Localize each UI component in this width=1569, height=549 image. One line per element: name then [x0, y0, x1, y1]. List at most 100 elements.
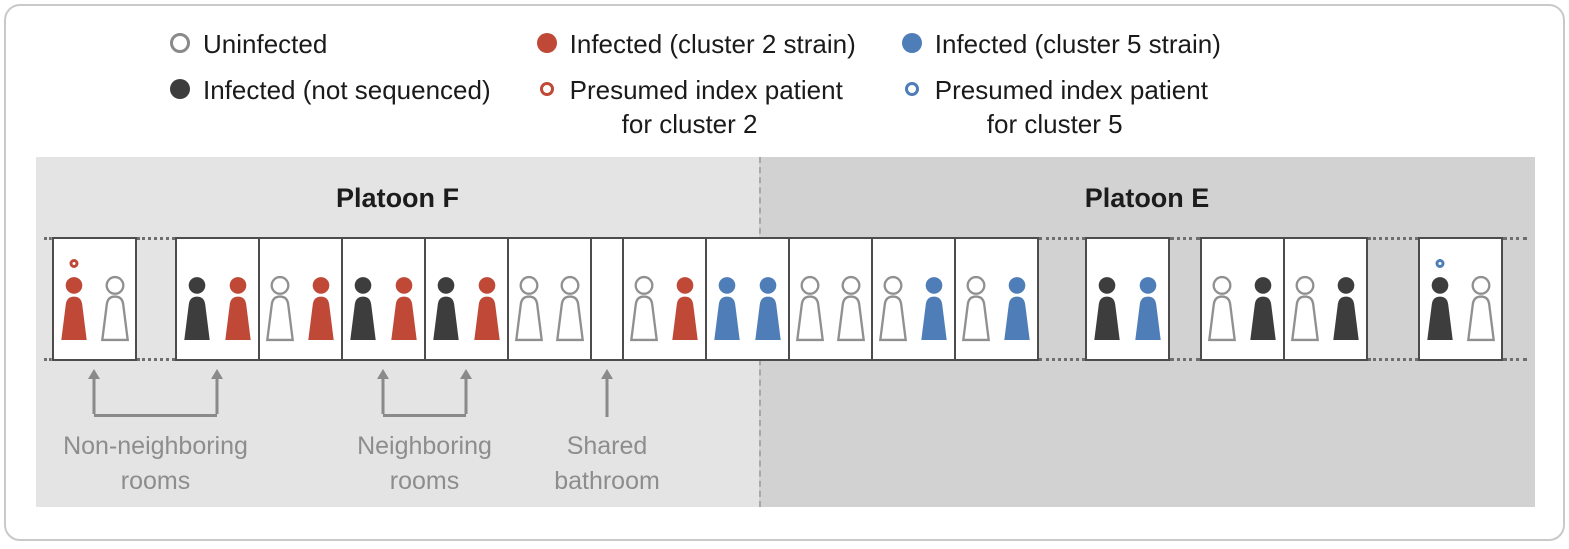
person-uninfected: [552, 275, 588, 344]
person-uninfected: [792, 275, 828, 344]
room-row: [44, 237, 1527, 361]
annotation-neighboring-rooms: Neighboring rooms: [357, 369, 492, 495]
person-infected-cluster5: [916, 276, 952, 344]
up-arrow-icon: [601, 369, 613, 417]
room-block: [1200, 237, 1368, 361]
person-uninfected: [97, 275, 133, 344]
barracks-diagram: Platoon F Platoon E Non-neighboring room…: [36, 157, 1535, 507]
annotation-shared-bathroom: Shared bathroom: [554, 369, 660, 495]
person-icon: [1250, 277, 1276, 340]
room: [341, 237, 426, 361]
person-uninfected: [1463, 275, 1499, 344]
room: [507, 237, 592, 361]
room: [1418, 237, 1503, 361]
person-infected-cluster5: [750, 276, 786, 344]
person-icon: [61, 277, 87, 340]
person-icon: [1427, 277, 1453, 340]
person-icon: [474, 277, 500, 340]
index-patient-ring-cluster2: [69, 259, 79, 268]
person-infected-not-sequenced: [179, 276, 215, 344]
person-infected-cluster2: [667, 276, 703, 344]
legend-item: Infected (cluster 2 strain): [536, 28, 856, 61]
person-icon: [184, 277, 210, 340]
room-continuation-dots: [44, 237, 52, 361]
platoon-f-label: Platoon F: [336, 183, 460, 213]
up-arrow-icon: [377, 369, 389, 414]
platoon-e-label: Platoon E: [1084, 183, 1210, 213]
person-uninfected: [833, 275, 869, 344]
index-patient-ring-cluster5: [1435, 259, 1445, 268]
person-icon: [514, 275, 544, 342]
annotation-non-neighboring-rooms: Non-neighboring rooms: [63, 369, 248, 495]
legend-label: Infected (not sequenced): [203, 75, 491, 106]
person-infected-cluster2: [469, 276, 505, 344]
person-infected-cluster2: [386, 276, 422, 344]
person-infected-not-sequenced: [1089, 276, 1125, 344]
person-icon: [755, 277, 781, 340]
person-icon: [308, 277, 334, 340]
room-continuation-dots: [1170, 237, 1200, 361]
person-infected-cluster2: [303, 276, 339, 344]
person-infected-cluster5: [1130, 276, 1166, 344]
person-icon: [714, 277, 740, 340]
person-uninfected: [626, 275, 662, 344]
annotation-line: bathroom: [554, 467, 660, 495]
up-arrow-icon: [211, 369, 223, 414]
person-infected-not-sequenced: [1422, 259, 1458, 344]
person-infected-cluster5: [709, 276, 745, 344]
legend-open-small-circle-icon: [539, 82, 554, 97]
person-icon: [878, 275, 908, 342]
room: [424, 237, 509, 361]
legend-filled-circle-icon: [170, 79, 190, 100]
legend-open-small-circle-icon: [904, 82, 919, 97]
person-infected-cluster2: [220, 276, 256, 344]
legend-open-large-circle-icon: [170, 33, 190, 53]
person-icon: [433, 277, 459, 340]
room: [788, 237, 873, 361]
annotation-line: rooms: [120, 467, 191, 495]
person-infected-not-sequenced: [345, 276, 381, 344]
person-icon: [1135, 277, 1161, 340]
up-arrow-icon: [88, 369, 100, 414]
person-icon: [961, 275, 991, 342]
bracket-connector: [383, 369, 466, 417]
room: [175, 237, 260, 361]
room: [871, 237, 956, 361]
person-icon: [350, 277, 376, 340]
legend-label: Infected (cluster 2 strain): [569, 29, 856, 59]
person-icon: [836, 275, 866, 342]
room: [1283, 237, 1368, 361]
person-icon: [1333, 277, 1359, 340]
person-icon: [1004, 277, 1030, 340]
room-continuation-dots: [1368, 237, 1418, 361]
person-uninfected: [511, 275, 547, 344]
shared-bathroom-room: [590, 237, 624, 361]
annotation-label: Shared bathroom: [554, 429, 660, 499]
room-continuation-dots: [1503, 237, 1527, 361]
person-icon: [1290, 275, 1320, 342]
annotation-line: rooms: [389, 467, 460, 495]
annotation-label: Non-neighboring rooms: [63, 429, 248, 499]
up-arrow-icon: [460, 369, 472, 414]
annotation-line: Neighboring: [357, 432, 492, 460]
room: [705, 237, 790, 361]
person-infected-cluster2: [56, 259, 92, 344]
person-infected-not-sequenced: [428, 276, 464, 344]
person-icon: [795, 275, 825, 342]
room-continuation-dots: [137, 237, 175, 361]
person-icon: [1466, 275, 1496, 342]
person-icon: [921, 277, 947, 340]
legend-filled-circle-icon: [901, 33, 922, 53]
bracket-connector: [601, 369, 613, 417]
room: [954, 237, 1039, 361]
person-infected-not-sequenced: [1245, 276, 1281, 344]
bracket-connector: [94, 369, 217, 417]
room: [52, 237, 137, 361]
person-icon: [555, 275, 585, 342]
person-icon: [1094, 277, 1120, 340]
